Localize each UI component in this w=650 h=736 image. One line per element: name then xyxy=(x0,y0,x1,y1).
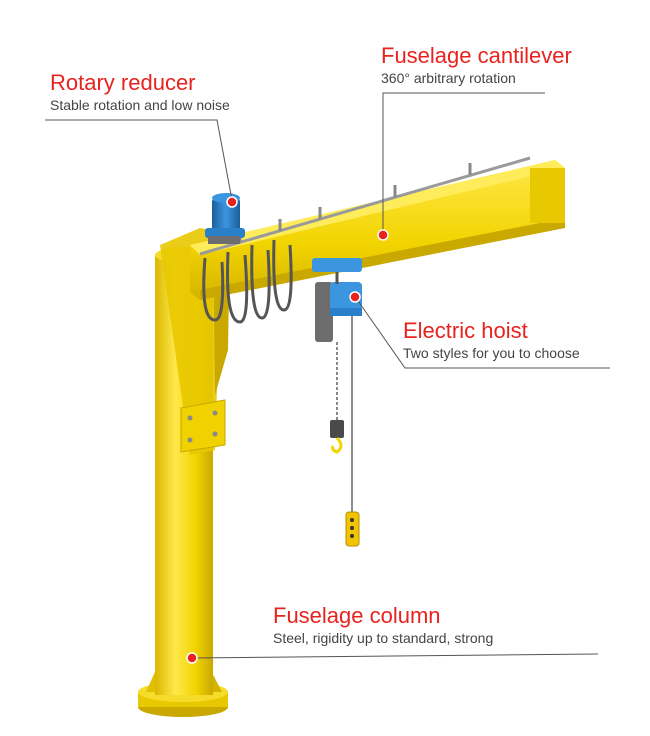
callout-title: Fuselage cantilever xyxy=(381,43,572,68)
marker-rotary-reducer xyxy=(226,196,238,208)
callout-subtitle: Stable rotation and low noise xyxy=(50,97,230,113)
callout-subtitle: 360° arbitrary rotation xyxy=(381,70,516,86)
callout-fuselage-column: Fuselage column Steel, rigidity up to st… xyxy=(273,603,493,647)
callout-title: Fuselage column xyxy=(273,603,441,628)
callout-title: Electric hoist xyxy=(403,318,528,343)
cable-rail xyxy=(199,156,531,324)
callout-subtitle: Steel, rigidity up to standard, strong xyxy=(273,630,494,646)
callout-rotary-reducer: Rotary reducer Stable rotation and low n… xyxy=(50,70,230,114)
column-clamp-plate xyxy=(180,399,226,453)
callout-fuselage-cantilever: Fuselage cantilever 360° arbitrary rotat… xyxy=(381,43,572,87)
callout-electric-hoist: Electric hoist Two styles for you to cho… xyxy=(403,318,580,362)
leader-fuselage-column xyxy=(191,653,599,659)
callout-subtitle: Two styles for you to choose xyxy=(403,345,580,361)
rotary-reducer-motor xyxy=(205,193,245,244)
callout-title: Rotary reducer xyxy=(50,70,196,95)
electric-hoist xyxy=(312,258,362,342)
leader-electric-hoist xyxy=(355,297,610,369)
leader-fuselage-cantilever xyxy=(382,92,545,234)
marker-fuselage-column xyxy=(186,652,198,664)
marker-electric-hoist xyxy=(349,291,361,303)
hoist-chain-hook xyxy=(330,316,360,547)
leader-rotary-reducer xyxy=(45,119,233,201)
leader-lines xyxy=(45,92,610,659)
marker-dots xyxy=(186,196,389,664)
marker-fuselage-cantilever xyxy=(377,229,389,241)
